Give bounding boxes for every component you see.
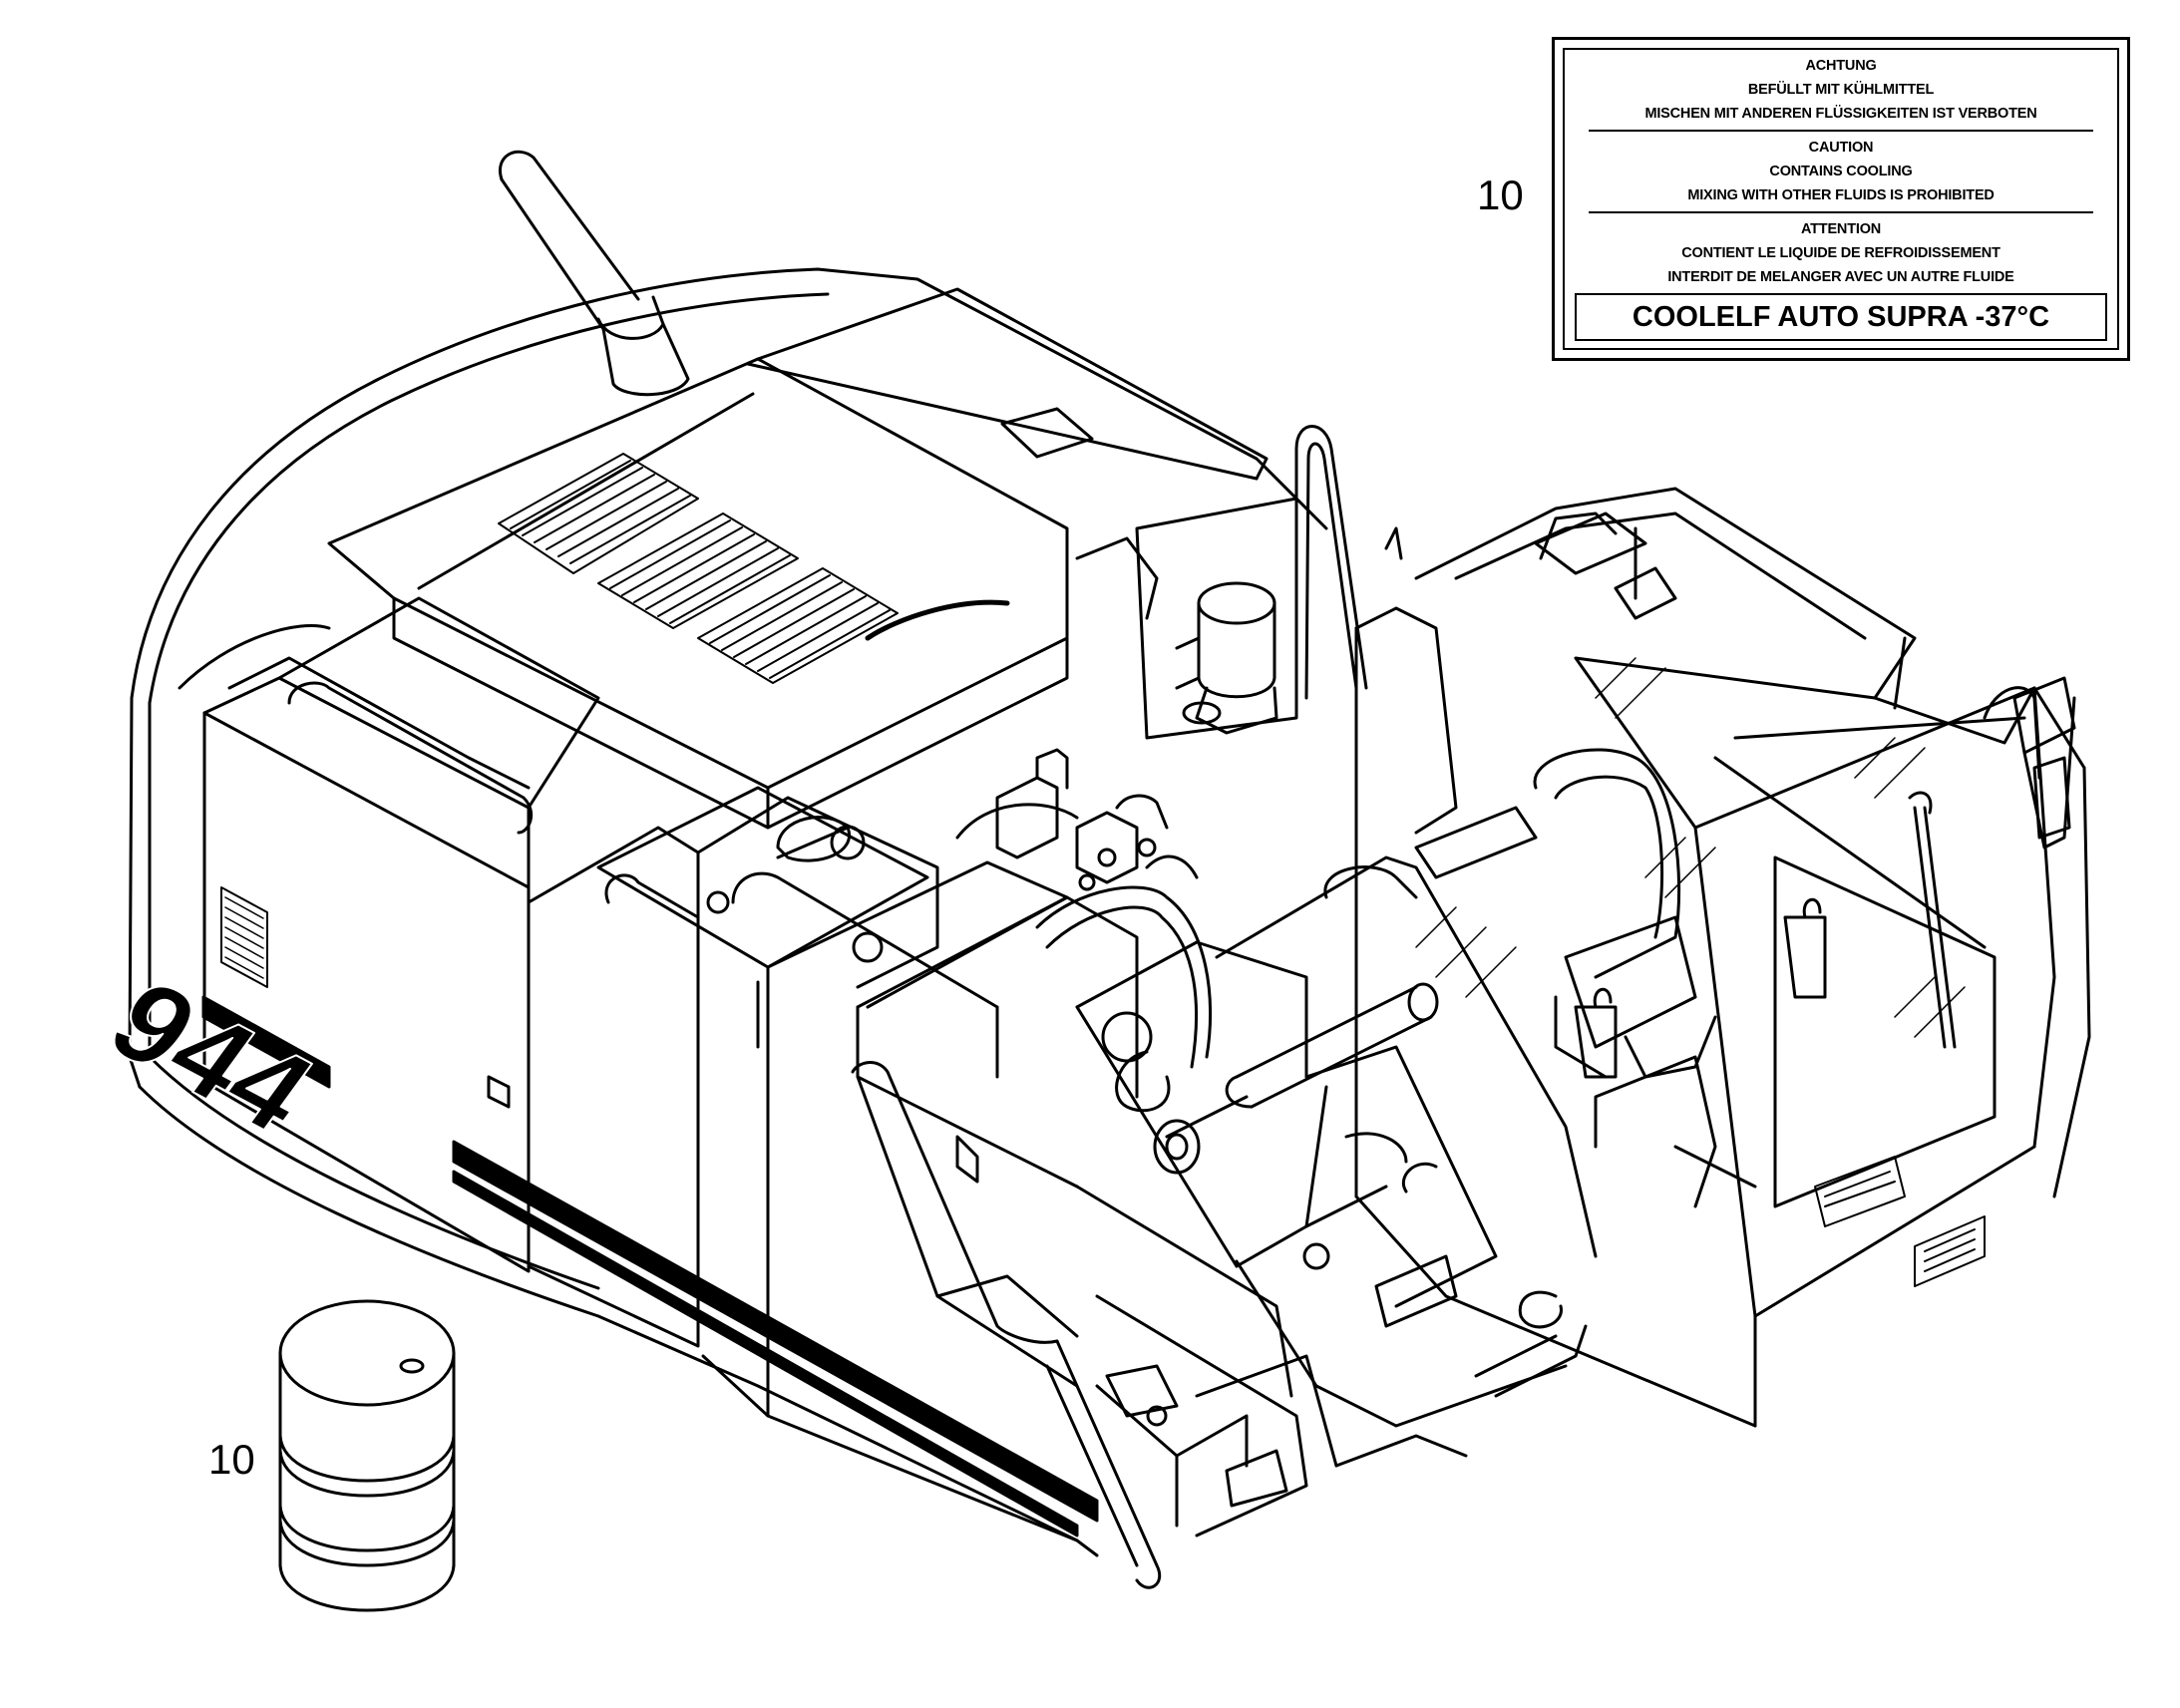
label-de-heading: ACHTUNG	[1805, 58, 1877, 74]
callout-coolant-label: 10	[1477, 171, 1524, 218]
engine-hood	[327, 287, 1269, 830]
cab-mirror	[2012, 676, 2076, 850]
coolant-warning-label: ACHTUNG BEFÜLLT MIT KÜHLMITTEL MISCHEN M…	[1552, 37, 2130, 361]
counterweight-hood	[128, 267, 1328, 1557]
cab-front-grille	[1814, 1156, 1986, 1287]
handrail	[1294, 425, 1403, 700]
control-valve-block	[995, 748, 1169, 891]
joysticks	[1574, 898, 1827, 1079]
operator-seat	[1414, 748, 1717, 1079]
left-side-door	[202, 596, 600, 1273]
coolant-product-name: COOLELF AUTO SUPRA -37°C	[1575, 293, 2107, 341]
coolant-label-frame: ACHTUNG BEFÜLLT MIT KÜHLMITTEL MISCHEN M…	[1563, 48, 2119, 350]
front-platform-railing	[851, 895, 1293, 1589]
label-french: ATTENTION CONTIENT LE LIQUIDE DE REFROID…	[1589, 217, 2093, 289]
label-divider	[1589, 130, 2093, 132]
model-944-text: 944	[86, 957, 337, 1157]
exhaust-pipe	[499, 150, 690, 397]
wiper-arm	[1908, 791, 1957, 1049]
label-en-heading: CAUTION	[1808, 140, 1874, 156]
label-divider	[1589, 211, 2093, 213]
fuel-tank	[696, 796, 1069, 1009]
label-english: CAUTION CONTAINS COOLING MIXING WITH OTH…	[1589, 136, 2093, 207]
hydraulic-tank	[527, 786, 1079, 1542]
hood-access-plate	[1000, 407, 1094, 459]
label-de-line-2: MISCHEN MIT ANDEREN FLÜSSIGKEITEN IST VE…	[1644, 106, 2037, 122]
cab-door-frame	[1634, 526, 2041, 780]
label-de-line-1: BEFÜLLT MIT KÜHLMITTEL	[1747, 82, 1935, 98]
cab-roof-hatch	[1614, 566, 1677, 620]
label-german: ACHTUNG BEFÜLLT MIT KÜHLMITTEL MISCHEN M…	[1589, 54, 2093, 126]
boom-pins	[1101, 982, 1439, 1270]
label-en-line-1: CONTAINS COOLING	[1769, 164, 1913, 179]
model-944-decal	[201, 886, 1099, 1537]
hydraulic-hoses	[955, 803, 1213, 1069]
operator-cab	[1354, 487, 2091, 1428]
oil-drum-icon	[278, 1299, 456, 1612]
callout-coolant-drum: 10	[208, 1436, 255, 1483]
label-fr-heading: ATTENTION	[1800, 221, 1882, 237]
front-lower-panel	[1095, 1294, 1468, 1537]
label-en-line-2: MIXING WITH OTHER FLUIDS IS PROHIBITED	[1687, 187, 1995, 203]
cab-glazing-hatch	[1415, 657, 1966, 1038]
label-fr-line-2: INTERDIT DE MELANGER AVEC UN AUTRE FLUID…	[1667, 269, 2014, 285]
hood-grilles	[498, 453, 899, 684]
label-fr-line-1: CONTIENT LE LIQUIDE DE REFROIDISSEMENT	[1681, 245, 2000, 261]
air-filter	[1135, 497, 1298, 740]
